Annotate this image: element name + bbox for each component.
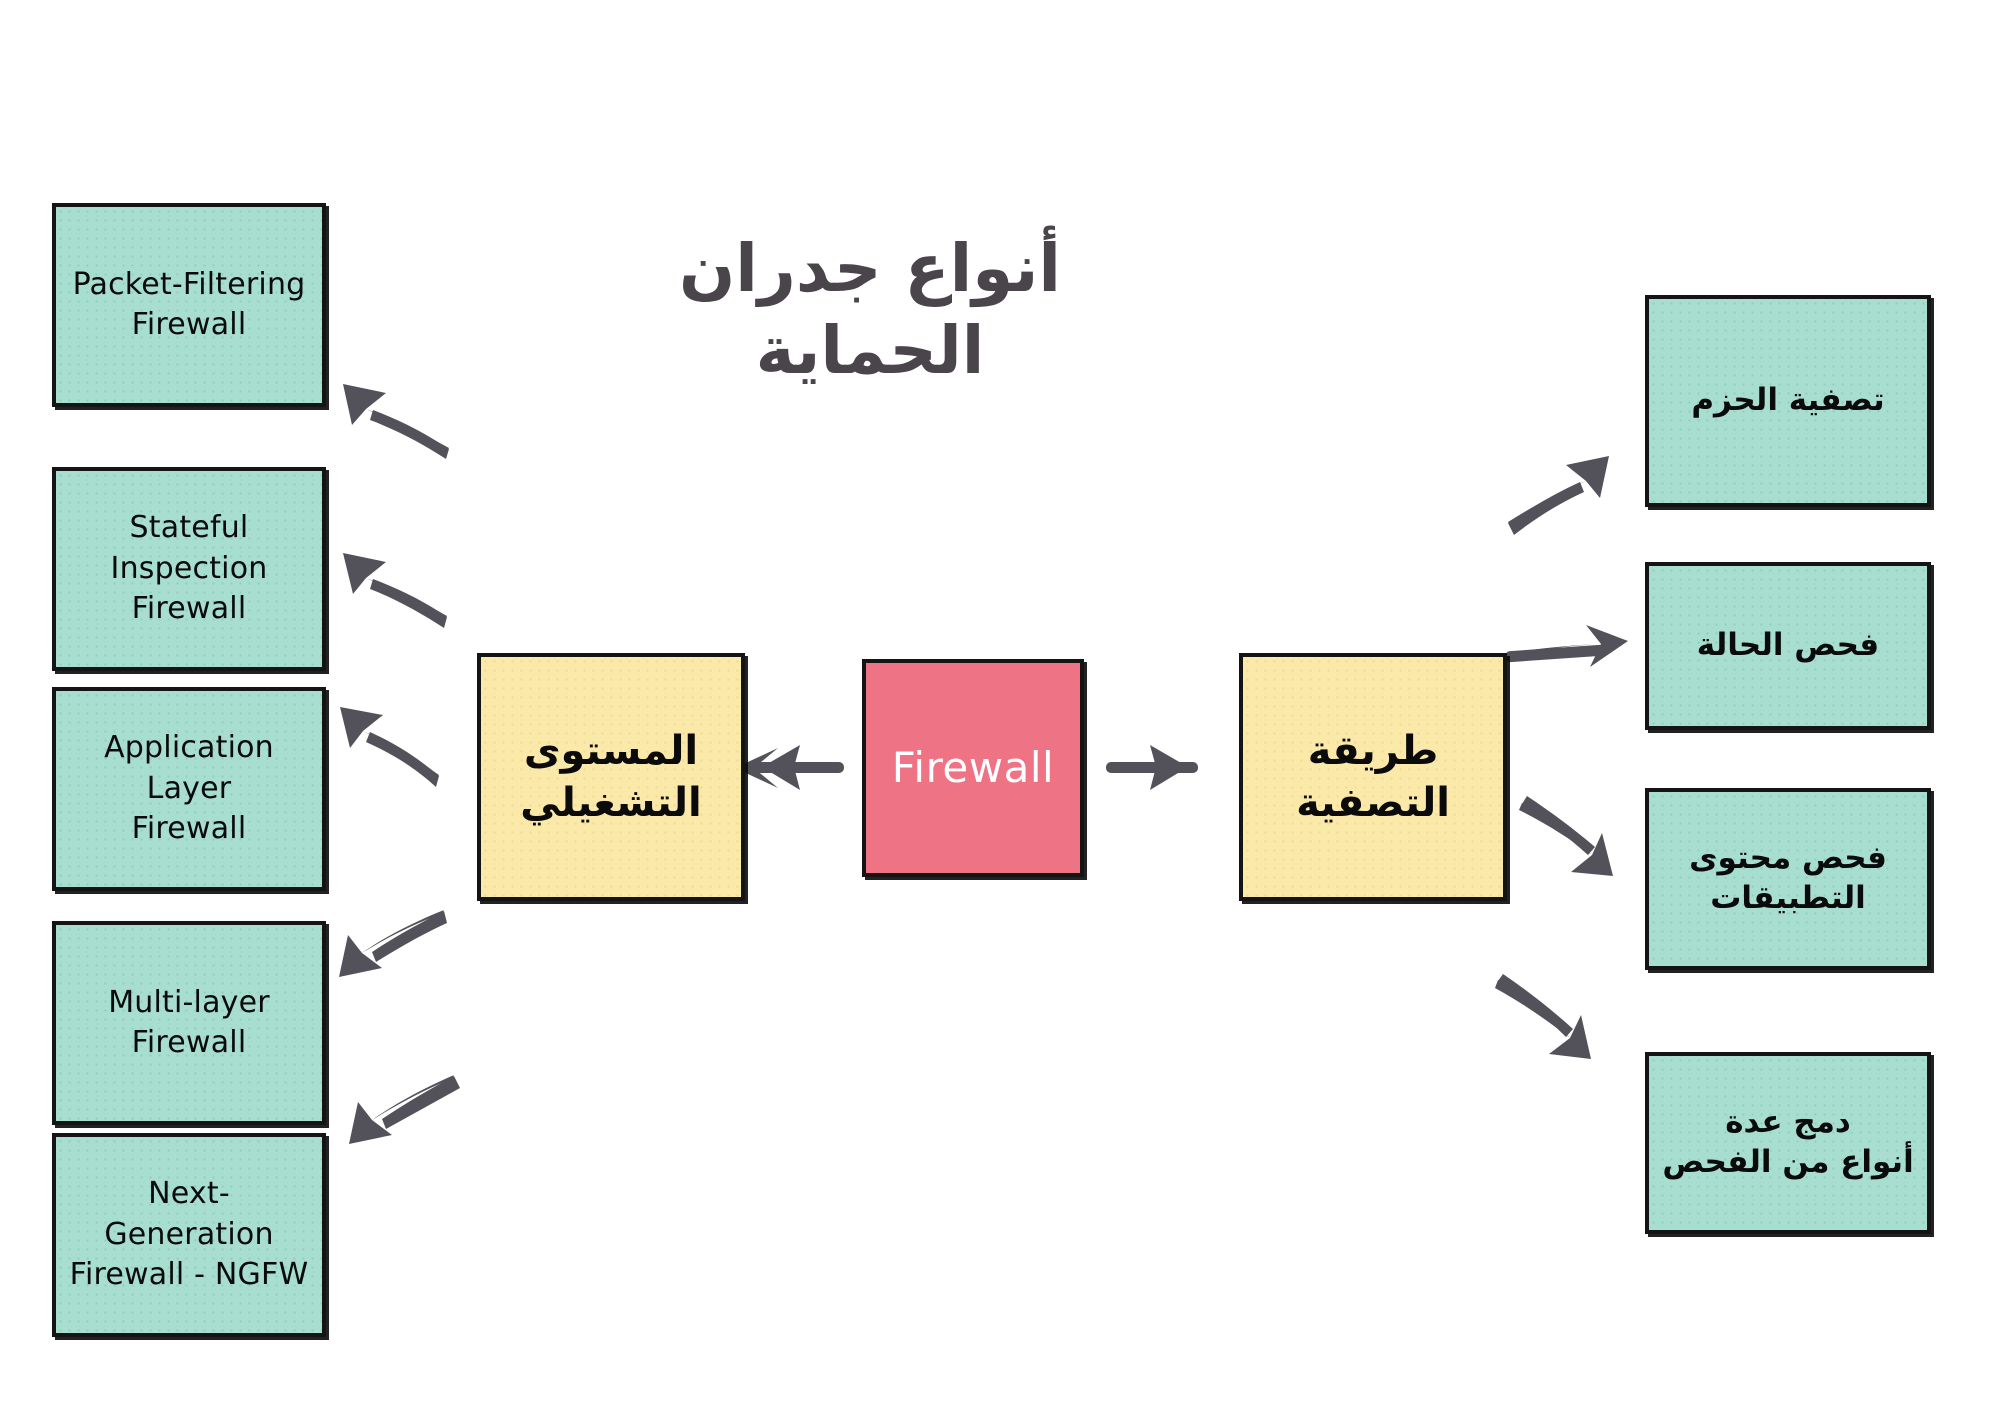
leaf-application-layer-firewall[interactable]: Application Layer Firewall	[52, 687, 326, 891]
hub-filtering-method[interactable]: طريقة التصفية	[1239, 653, 1507, 901]
arrow-to-packet-filtering	[343, 384, 449, 459]
arrow-to-app-content	[1519, 796, 1613, 876]
leaf-label: Next-Generation Firewall - NGFW	[69, 1176, 309, 1293]
title-line-1: أنواع جدران	[678, 230, 1062, 307]
leaf-label: Application Layer Firewall	[104, 730, 274, 847]
leaf-label: Stateful Inspection Firewall	[110, 510, 268, 627]
leaf-label: تصفية الحزم	[1691, 382, 1885, 419]
arrow-to-multi-merge	[1495, 974, 1591, 1059]
arrow-firewall-to-operational	[735, 745, 844, 790]
hub-label: طريقة التصفية	[1296, 728, 1450, 826]
leaf-state-inspection-ar[interactable]: فحص الحالة	[1645, 562, 1931, 730]
title-line-2: الحماية	[755, 311, 985, 389]
leaf-label: فحص محتوى التطبيقات	[1689, 840, 1887, 916]
diagram-title: أنواع جدران الحماية	[640, 228, 1100, 392]
leaf-packet-filtering-firewall[interactable]: Packet-Filtering Firewall	[52, 203, 326, 407]
leaf-next-generation-firewall-ngfw[interactable]: Next-Generation Firewall - NGFW	[52, 1133, 326, 1337]
center-node-firewall[interactable]: Firewall	[862, 659, 1084, 877]
leaf-label: دمج عدة أنواع من الفحص	[1662, 1104, 1914, 1180]
leaf-label: فحص الحالة	[1696, 627, 1880, 664]
leaf-multi-merge-ar[interactable]: دمج عدة أنواع من الفحص	[1645, 1052, 1931, 1234]
arrow-to-filtering-packets	[1508, 456, 1609, 535]
arrow-to-ngfw	[349, 1075, 460, 1144]
leaf-application-content-ar[interactable]: فحص محتوى التطبيقات	[1645, 788, 1931, 970]
hub-operational-level[interactable]: المستوى التشغيلي	[477, 653, 745, 901]
leaf-multi-layer-firewall[interactable]: Multi-layer Firewall	[52, 921, 326, 1125]
arrow-to-application-layer	[340, 707, 439, 787]
leaf-packet-filtering-ar[interactable]: تصفية الحزم	[1645, 295, 1931, 507]
arrow-firewall-to-filtering	[1106, 745, 1198, 790]
arrow-to-state-inspection	[1505, 625, 1628, 667]
center-node-label: Firewall	[891, 743, 1055, 793]
leaf-label: Multi-layer Firewall	[108, 984, 270, 1061]
arrow-to-multi-layer	[339, 910, 447, 977]
hub-label: المستوى التشغيلي	[520, 728, 702, 826]
leaf-label: Packet-Filtering Firewall	[72, 266, 306, 343]
arrow-to-stateful-inspection	[343, 553, 447, 628]
leaf-stateful-inspection-firewall[interactable]: Stateful Inspection Firewall	[52, 467, 326, 671]
